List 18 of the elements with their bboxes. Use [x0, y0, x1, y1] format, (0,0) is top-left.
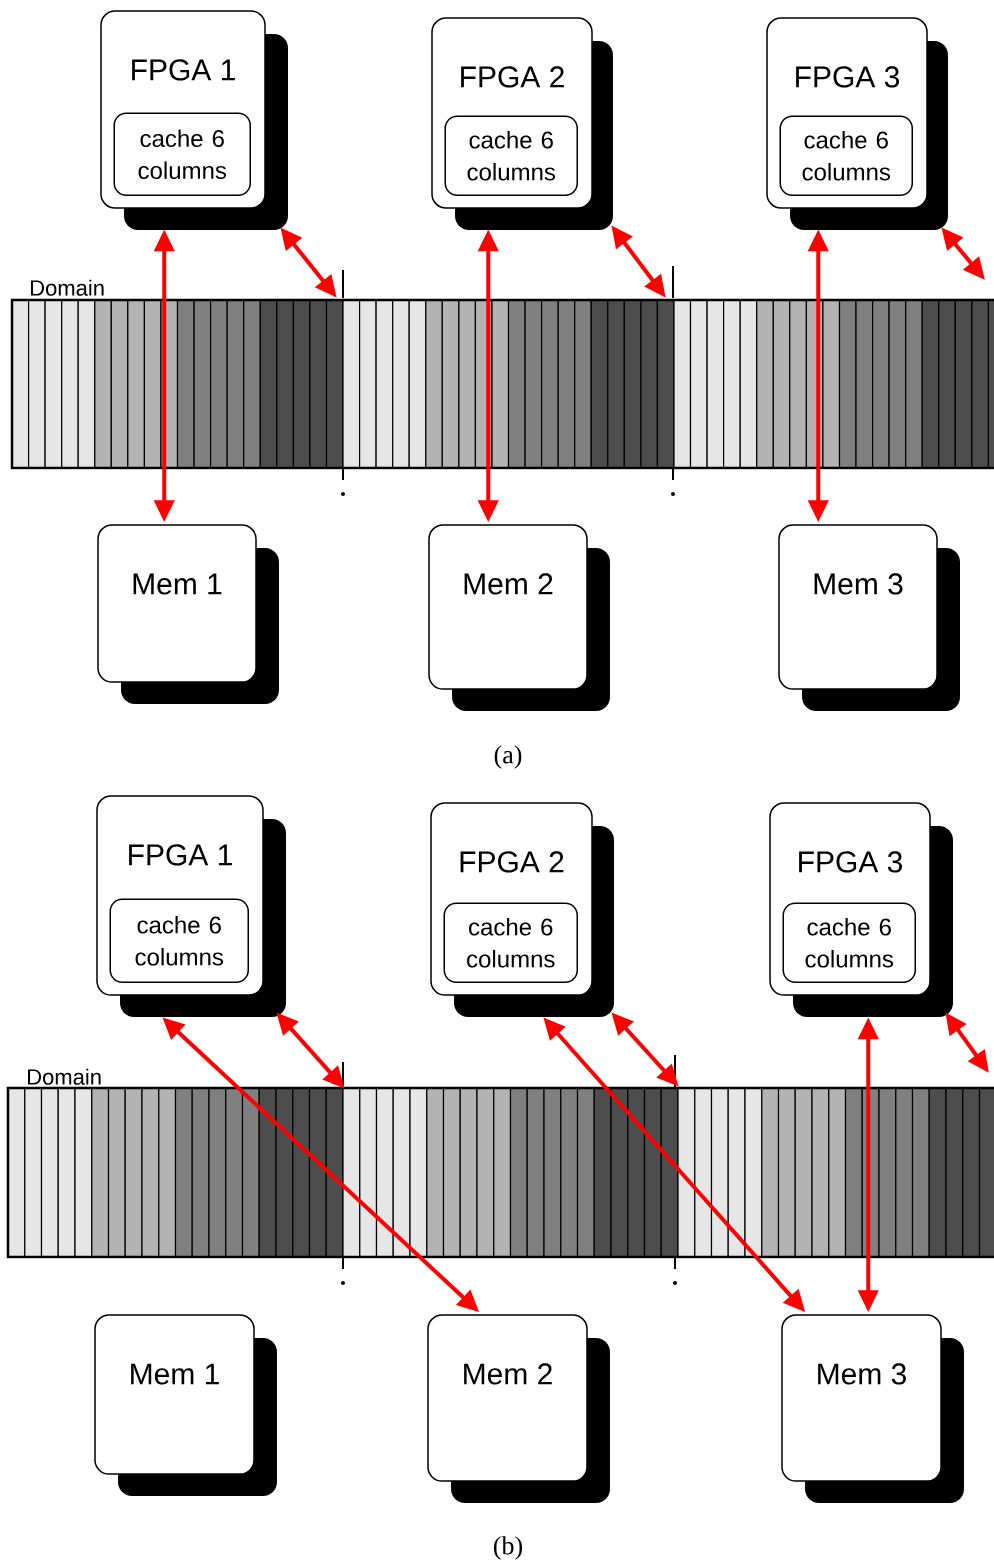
memory-box: Mem 2 [427, 1314, 610, 1503]
memory-box: Mem 3 [781, 1314, 964, 1503]
boundary-tick [672, 266, 674, 298]
memory-box: Mem 1 [97, 524, 279, 704]
cache-box: cache 6 columns [443, 902, 578, 983]
cache-box: cache 6 columns [113, 112, 251, 196]
boundary-tick [342, 270, 344, 298]
cache-box: cache 6 columns [109, 898, 249, 983]
memory-box: Mem 1 [94, 1314, 277, 1496]
panel-label: (a) [494, 745, 522, 769]
panel-label: (b) [494, 1536, 522, 1560]
cache-box: cache 6 columns [779, 115, 913, 196]
strip-label: Domain [31, 279, 104, 296]
cache-box: cache 6 columns [782, 902, 916, 983]
strip-label: Domain [28, 1068, 101, 1085]
memory-box: Mem 2 [428, 524, 610, 711]
cache-box: cache 6 columns [444, 115, 578, 196]
memory-box: Mem 3 [778, 524, 960, 711]
